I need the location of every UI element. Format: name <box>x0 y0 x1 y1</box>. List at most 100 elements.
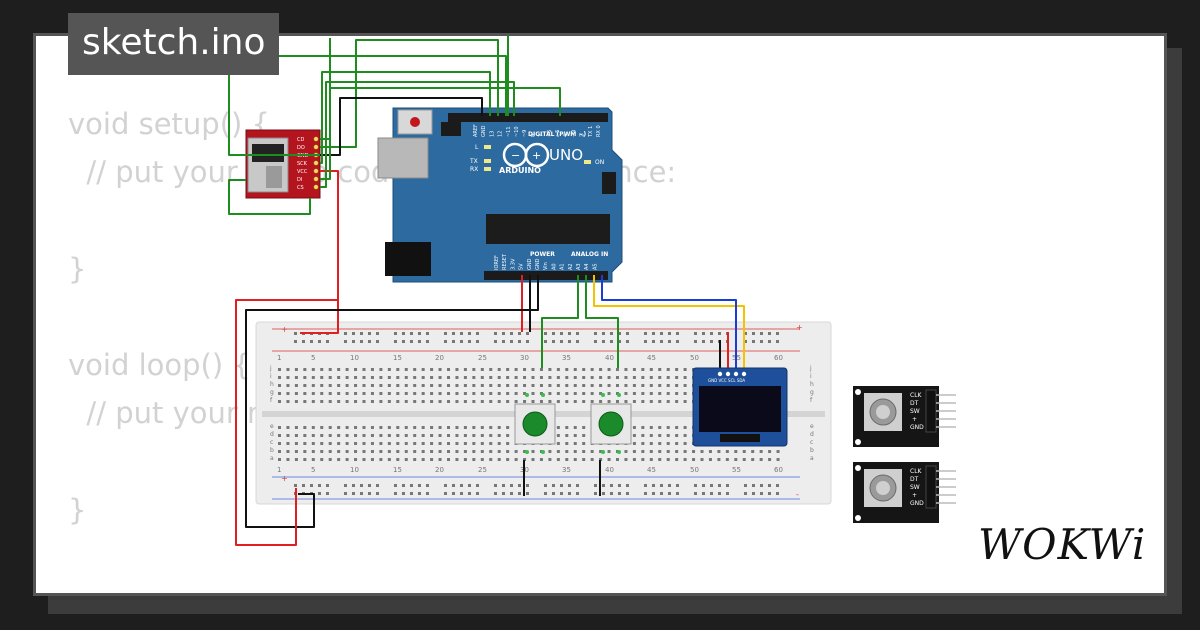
breadboard-hole[interactable] <box>410 492 413 495</box>
breadboard-hole[interactable] <box>337 434 341 437</box>
breadboard-hole[interactable] <box>776 332 779 335</box>
breadboard-hole[interactable] <box>302 484 305 487</box>
breadboard-hole[interactable] <box>344 484 347 487</box>
breadboard-hole[interactable] <box>337 376 341 379</box>
breadboard-hole[interactable] <box>548 450 552 453</box>
breadboard-hole[interactable] <box>616 384 619 387</box>
breadboard-hole[interactable] <box>430 450 434 453</box>
breadboard-hole[interactable] <box>438 450 442 453</box>
breadboard-hole[interactable] <box>480 426 484 429</box>
breadboard-hole[interactable] <box>675 458 679 461</box>
breadboard-hole[interactable] <box>421 434 425 437</box>
breadboard-hole[interactable] <box>506 434 510 437</box>
breadboard-hole[interactable] <box>455 426 459 429</box>
breadboard-hole[interactable] <box>318 492 321 495</box>
rotary-encoder-2[interactable]: CLK DT SW + GND <box>853 462 956 523</box>
breadboard-hole[interactable] <box>675 434 679 437</box>
breadboard-hole[interactable] <box>480 434 484 437</box>
breadboard-hole[interactable] <box>438 376 442 379</box>
breadboard-hole[interactable] <box>576 332 579 335</box>
breadboard-hole[interactable] <box>626 484 629 487</box>
breadboard-hole[interactable] <box>556 434 560 437</box>
breadboard-hole[interactable] <box>438 368 442 371</box>
breadboard-hole[interactable] <box>582 442 586 445</box>
breadboard-hole[interactable] <box>294 458 298 461</box>
breadboard-hole[interactable] <box>744 492 747 495</box>
breadboard-hole[interactable] <box>594 332 597 335</box>
breadboard-hole[interactable] <box>447 458 450 461</box>
breadboard-hole[interactable] <box>421 458 425 461</box>
breadboard-hole[interactable] <box>311 392 315 395</box>
breadboard-hole[interactable] <box>582 458 586 461</box>
breadboard-hole[interactable] <box>494 492 497 495</box>
breadboard-hole[interactable] <box>396 450 400 453</box>
oled-pin[interactable] <box>741 371 747 377</box>
breadboard-hole[interactable] <box>387 376 391 379</box>
breadboard-hole[interactable] <box>413 368 417 371</box>
breadboard-hole[interactable] <box>463 442 467 445</box>
breadboard-hole[interactable] <box>694 332 697 335</box>
breadboard-hole[interactable] <box>402 484 405 487</box>
breadboard-hole[interactable] <box>523 384 527 387</box>
breadboard-hole[interactable] <box>683 392 687 395</box>
breadboard-hole[interactable] <box>582 450 586 453</box>
breadboard-hole[interactable] <box>480 442 484 445</box>
breadboard-hole[interactable] <box>413 400 417 403</box>
breadboard-hole[interactable] <box>675 368 679 371</box>
breadboard-hole[interactable] <box>387 458 391 461</box>
breadboard-hole[interactable] <box>576 340 579 343</box>
breadboard-hole[interactable] <box>294 442 298 445</box>
breadboard-hole[interactable] <box>556 400 560 403</box>
breadboard-hole[interactable] <box>734 458 738 461</box>
breadboard-hole[interactable] <box>362 368 366 371</box>
breadboard-hole[interactable] <box>675 450 679 453</box>
breadboard-hole[interactable] <box>354 450 358 453</box>
breadboard-hole[interactable] <box>472 450 476 453</box>
breadboard-hole[interactable] <box>666 400 670 403</box>
breadboard-hole[interactable] <box>683 400 687 403</box>
breadboard-hole[interactable] <box>752 492 755 495</box>
breadboard-hole[interactable] <box>694 340 697 343</box>
breadboard-hole[interactable] <box>658 434 662 437</box>
breadboard-hole[interactable] <box>514 450 518 453</box>
breadboard-hole[interactable] <box>387 392 391 395</box>
breadboard-hole[interactable] <box>294 392 298 395</box>
breadboard-hole[interactable] <box>294 434 298 437</box>
breadboard-hole[interactable] <box>413 376 417 379</box>
breadboard-hole[interactable] <box>311 376 315 379</box>
breadboard-hole[interactable] <box>460 332 463 335</box>
breadboard-hole[interactable] <box>624 376 628 379</box>
breadboard-hole[interactable] <box>658 450 662 453</box>
wire-blue[interactable] <box>601 275 737 372</box>
breadboard-hole[interactable] <box>556 442 560 445</box>
breadboard-hole[interactable] <box>752 484 755 487</box>
breadboard-hole[interactable] <box>632 426 636 429</box>
breadboard-hole[interactable] <box>700 458 704 461</box>
breadboard-hole[interactable] <box>666 450 670 453</box>
breadboard-hole[interactable] <box>632 442 636 445</box>
breadboard-hole[interactable] <box>455 392 459 395</box>
breadboard-hole[interactable] <box>658 400 662 403</box>
breadboard-hole[interactable] <box>649 376 653 379</box>
sd-pin[interactable] <box>313 184 319 190</box>
breadboard-hole[interactable] <box>379 434 383 437</box>
breadboard-hole[interactable] <box>337 384 341 387</box>
breadboard-hole[interactable] <box>303 392 307 395</box>
breadboard-hole[interactable] <box>644 492 647 495</box>
breadboard-hole[interactable] <box>444 340 447 343</box>
breadboard-hole[interactable] <box>742 450 746 453</box>
breadboard-hole[interactable] <box>370 450 374 453</box>
breadboard-hole[interactable] <box>460 492 463 495</box>
breadboard-hole[interactable] <box>311 458 315 461</box>
breadboard-hole[interactable] <box>694 492 697 495</box>
breadboard-hole[interactable] <box>328 442 332 445</box>
breadboard-hole[interactable] <box>421 442 425 445</box>
breadboard-hole[interactable] <box>531 400 535 403</box>
breadboard-hole[interactable] <box>362 434 366 437</box>
breadboard-hole[interactable] <box>610 492 613 495</box>
breadboard-hole[interactable] <box>337 392 341 395</box>
breadboard-hole[interactable] <box>610 484 613 487</box>
breadboard-hole[interactable] <box>286 392 290 395</box>
breadboard-hole[interactable] <box>370 458 374 461</box>
breadboard-hole[interactable] <box>345 376 349 379</box>
